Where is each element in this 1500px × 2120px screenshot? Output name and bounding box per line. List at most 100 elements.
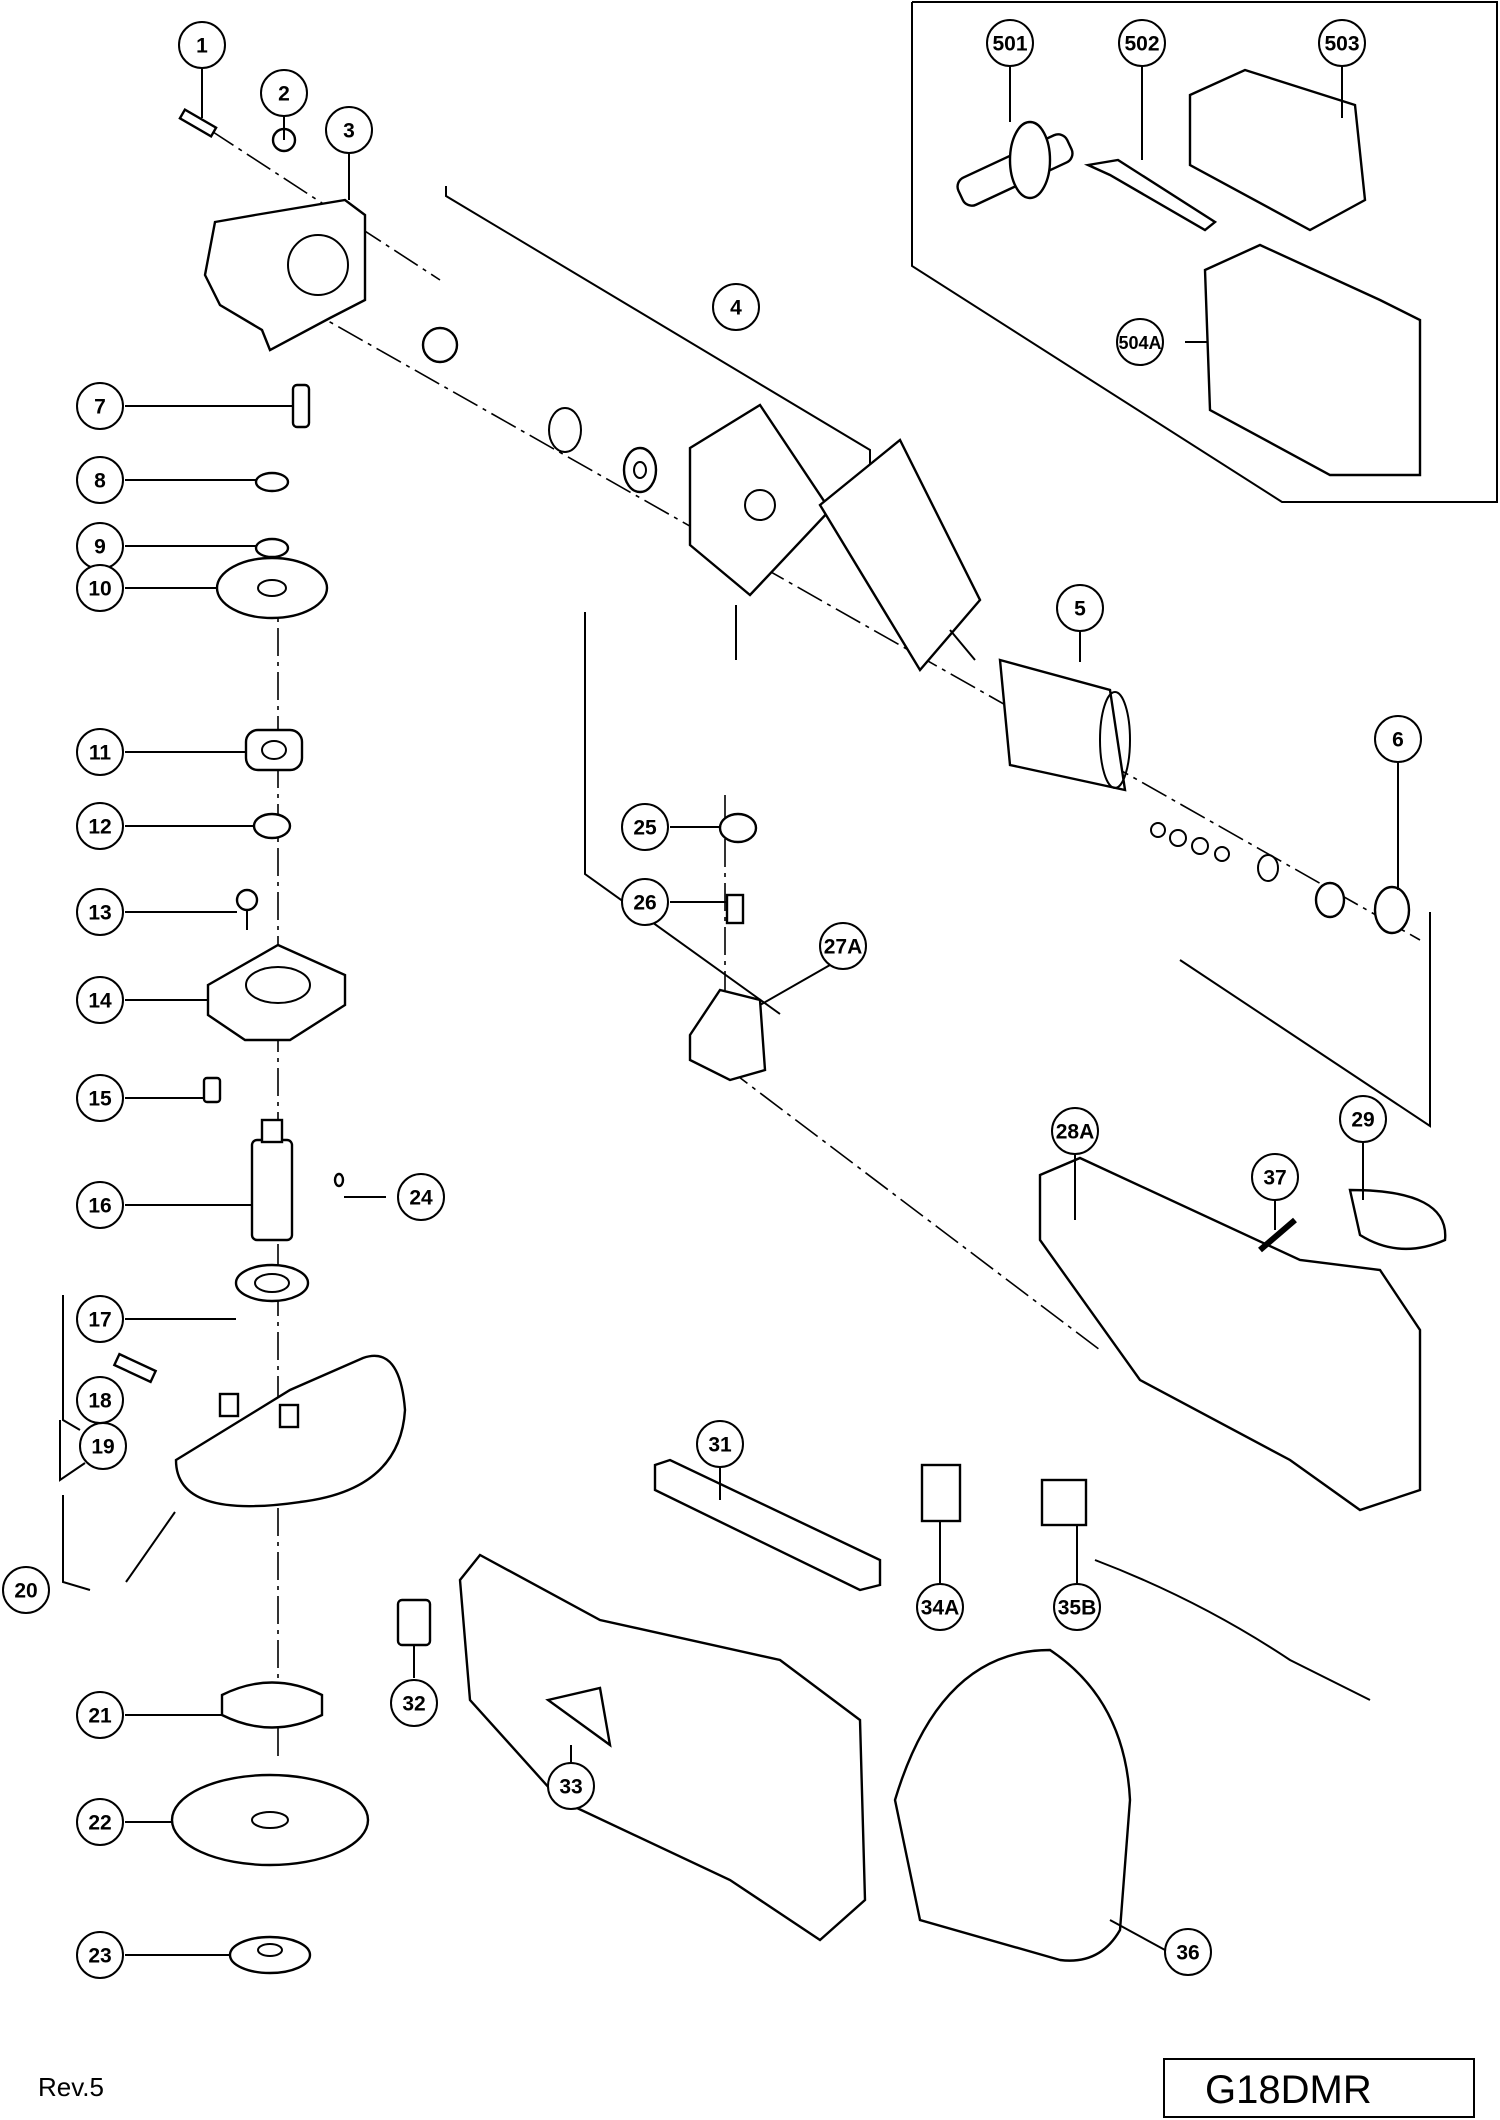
- flange-part-21: [220, 1681, 324, 1729]
- callout-501: 501: [986, 19, 1034, 67]
- washers: [1150, 822, 1279, 882]
- callout-2: 2: [260, 69, 308, 117]
- spindle-part-16: [250, 1118, 294, 1242]
- svg-text:37: 37: [1263, 1167, 1286, 1190]
- svg-text:25: 25: [633, 817, 657, 840]
- axis-wiring: [689, 1039, 1101, 1351]
- svg-text:31: 31: [708, 1434, 732, 1457]
- screw-part-13: [235, 888, 259, 930]
- gear-cover-part-3: [203, 198, 367, 352]
- svg-text:502: 502: [1124, 33, 1159, 56]
- cord: [1094, 1559, 1371, 1701]
- callout-4: 4: [712, 283, 760, 331]
- svg-text:34A: 34A: [921, 1597, 960, 1620]
- bracket-rear: [1179, 912, 1431, 1128]
- callout-6: 6: [1374, 715, 1422, 763]
- callout-11: 11: [76, 728, 124, 776]
- callout-19: 19: [79, 1422, 127, 1470]
- svg-text:3: 3: [343, 120, 355, 143]
- svg-text:28A: 28A: [1056, 1121, 1095, 1144]
- gear-part-10: [215, 556, 329, 620]
- callout-502: 502: [1118, 19, 1166, 67]
- carbon-brush-part-26: [725, 893, 745, 925]
- svg-text:12: 12: [88, 816, 111, 839]
- lock-nut-part-23: [228, 1935, 312, 1975]
- bracket-motor-assembly: [584, 612, 781, 1015]
- svg-text:17: 17: [88, 1309, 111, 1332]
- callout-21: 21: [76, 1691, 124, 1739]
- callout-8: 8: [76, 456, 124, 504]
- brush-cap-part-25: [718, 812, 758, 844]
- svg-text:5: 5: [1074, 598, 1086, 621]
- svg-text:501: 501: [992, 33, 1027, 56]
- wrench-part-502: [1083, 158, 1218, 232]
- charger-part-503: [1188, 68, 1367, 232]
- bushing-part-6: [1373, 885, 1411, 935]
- svg-text:4: 4: [730, 297, 742, 320]
- callout-22: 22: [76, 1798, 124, 1846]
- callout-29: 29: [1339, 1095, 1387, 1143]
- svg-text:9: 9: [94, 536, 106, 559]
- callout-16: 16: [76, 1181, 124, 1229]
- svg-text:36: 36: [1176, 1942, 1199, 1965]
- callout-14: 14: [76, 976, 124, 1024]
- callout-7: 7: [76, 382, 124, 430]
- callout-20: 20: [2, 1566, 50, 1614]
- gear-box-part-14: [206, 943, 347, 1042]
- model-number-box: G18DMR: [1163, 2058, 1475, 2118]
- svg-text:24: 24: [409, 1187, 433, 1210]
- label-part-29: [1348, 1188, 1447, 1250]
- callout-27A: 27A: [819, 922, 867, 970]
- pin-part-7: [291, 383, 311, 429]
- housing-part-28A: [1038, 1156, 1422, 1512]
- callout-10: 10: [76, 564, 124, 612]
- svg-text:504A: 504A: [1118, 333, 1161, 353]
- callout-23: 23: [76, 1931, 124, 1979]
- bearing: [622, 446, 658, 494]
- callout-3: 3: [325, 106, 373, 154]
- svg-text:19: 19: [91, 1436, 114, 1459]
- svg-text:27A: 27A: [824, 936, 863, 959]
- side-handle-part-501: [956, 120, 1074, 207]
- svg-text:16: 16: [88, 1195, 111, 1218]
- label-part-33: [545, 1686, 612, 1748]
- battery-part-36: [893, 1648, 1132, 1962]
- armature: [818, 438, 982, 673]
- callout-15: 15: [76, 1074, 124, 1122]
- callout-35B: 35B: [1053, 1583, 1101, 1631]
- case-part-504A: [1203, 243, 1422, 477]
- callout-25: 25: [621, 803, 669, 851]
- callout-36: 36: [1164, 1928, 1212, 1976]
- callout-26: 26: [621, 878, 669, 926]
- svg-text:35B: 35B: [1058, 1597, 1097, 1620]
- leader-lines: [59, 66, 1399, 1956]
- callout-12: 12: [76, 802, 124, 850]
- ring-part-12: [252, 812, 292, 840]
- svg-text:11: 11: [89, 742, 112, 765]
- accessory-box-outline: [911, 1, 1498, 503]
- svg-text:7: 7: [94, 396, 106, 419]
- svg-text:6: 6: [1392, 729, 1404, 752]
- callout-17: 17: [76, 1295, 124, 1343]
- wheel-guard-part-20: [174, 1354, 407, 1508]
- svg-text:8: 8: [94, 470, 106, 493]
- switch-lever-part-31: [653, 1458, 882, 1592]
- screw-part-1: [178, 108, 218, 138]
- bearing-rear: [1314, 881, 1346, 919]
- svg-text:21: 21: [88, 1705, 112, 1728]
- grinding-wheel-part-22: [170, 1773, 370, 1867]
- svg-text:13: 13: [88, 902, 111, 925]
- callout-31: 31: [696, 1420, 744, 1468]
- callout-34A: 34A: [916, 1583, 964, 1631]
- callout-37: 37: [1251, 1153, 1299, 1201]
- svg-text:32: 32: [402, 1693, 425, 1716]
- svg-text:33: 33: [559, 1776, 582, 1799]
- label-part-32: [396, 1598, 432, 1647]
- callout-24: 24: [397, 1173, 445, 1221]
- bracket-gear-assembly: [445, 186, 871, 475]
- housing-part-28B: [458, 1553, 867, 1942]
- bolt-part-18: [112, 1352, 158, 1384]
- svg-text:22: 22: [88, 1812, 111, 1835]
- brush-holder-part-27A: [688, 988, 767, 1082]
